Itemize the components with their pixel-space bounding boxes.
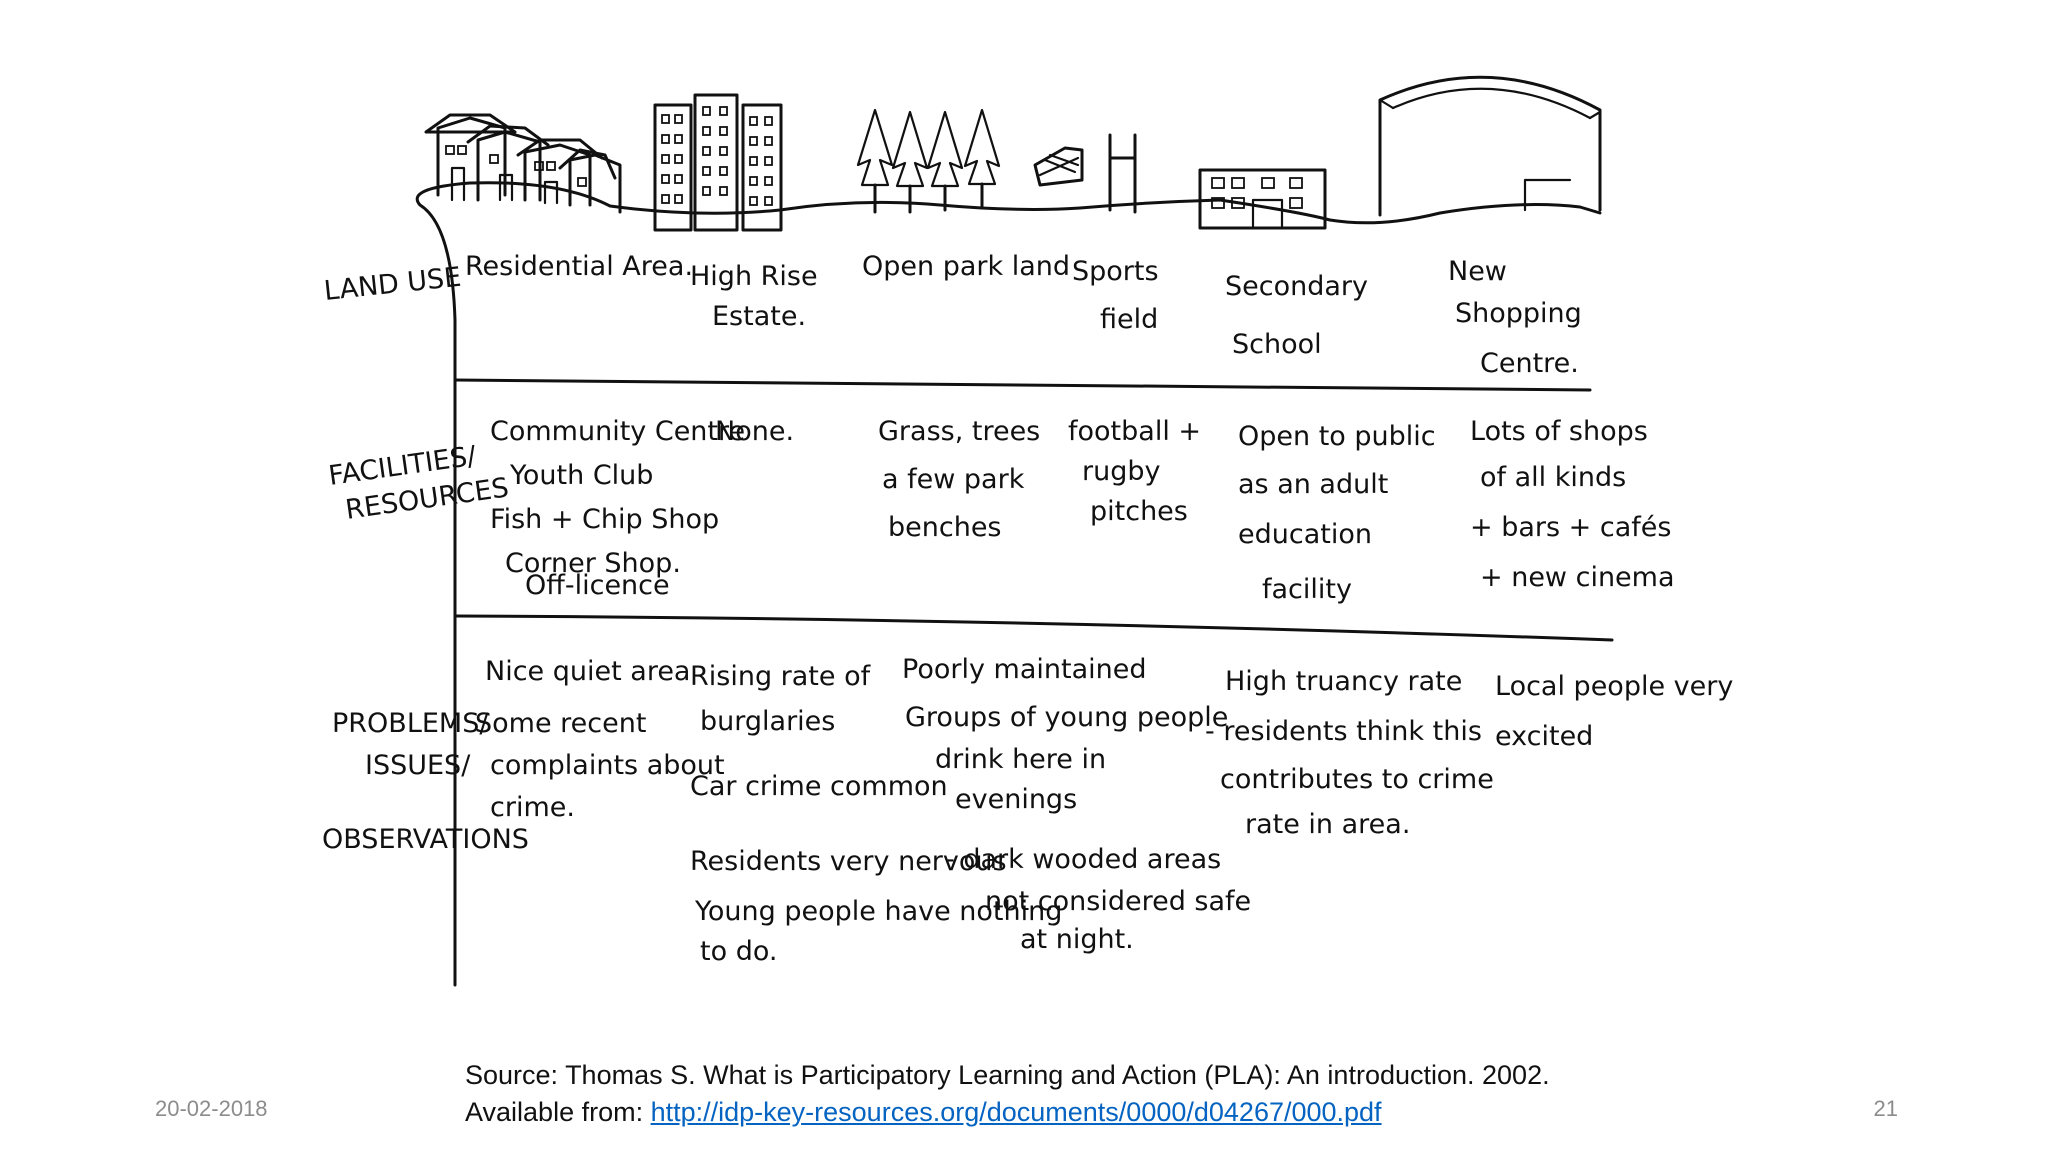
trees-icon bbox=[856, 108, 1001, 214]
zone-1-land-use: Residential Area. bbox=[465, 251, 693, 282]
zone-3-problems: Poorly maintained Groups of young people… bbox=[902, 654, 1260, 955]
zone-1-facilities: Community Centre Youth Club Fish + Chip … bbox=[490, 416, 754, 601]
zone-5-land-use: Secondary School bbox=[1225, 271, 1377, 360]
zone-2-land-use: High Rise Estate. bbox=[690, 261, 826, 332]
shopping-centre-icon bbox=[1378, 75, 1602, 217]
row-label-problems: PROBLEMS/ ISSUES/ OBSERVATIONS bbox=[322, 708, 529, 855]
source-citation: Source: Thomas S. What is Participatory … bbox=[465, 1057, 1550, 1131]
sports-goal-icon bbox=[1033, 133, 1137, 214]
high-rise-icon bbox=[653, 93, 783, 232]
source-prefix: Available from: bbox=[465, 1097, 651, 1127]
zone-6-land-use: New Shopping Centre. bbox=[1448, 256, 1590, 379]
zone-2-problems: Rising rate of burglaries Car crime comm… bbox=[690, 661, 1071, 967]
ground-line bbox=[415, 181, 1602, 987]
transect-diagram: LAND USE FACILITIES/ RESOURCES PROBLEMS/… bbox=[322, 75, 1742, 987]
zone-4-facilities: football + rugby pitches bbox=[1068, 416, 1210, 527]
footer-date: 20-02-2018 bbox=[155, 1096, 268, 1121]
source-line-2: Available from: http://idp-key-resources… bbox=[465, 1094, 1550, 1131]
houses-icon bbox=[424, 113, 622, 214]
zone-2-facilities: None. bbox=[715, 416, 794, 447]
zone-6-problems: Local people very excited bbox=[1495, 671, 1742, 752]
zone-3-facilities: Grass, trees a few park benches bbox=[878, 416, 1049, 543]
page-number: 21 bbox=[1873, 1096, 1898, 1121]
source-line-1: Source: Thomas S. What is Participatory … bbox=[465, 1060, 1550, 1090]
row-label-facilities: FACILITIES/ RESOURCES bbox=[327, 437, 511, 528]
zone-5-problems: High truancy rate - residents think this… bbox=[1205, 666, 1502, 840]
zone-3-land-use: Open park land bbox=[862, 251, 1070, 282]
row-divider-2 bbox=[453, 614, 1614, 642]
zone-4-land-use: Sports field bbox=[1072, 256, 1167, 335]
zone-6-facilities: Lots of shops of all kinds + bars + café… bbox=[1470, 416, 1680, 593]
row-label-land-use: LAND USE bbox=[322, 262, 462, 307]
zone-5-facilities: Open to public as an adult education fac… bbox=[1238, 421, 1444, 605]
source-link[interactable]: http://idp-key-resources.org/documents/0… bbox=[650, 1097, 1382, 1127]
zone-1-problems: Nice quiet area Some recent complaints a… bbox=[475, 656, 733, 823]
row-divider-1 bbox=[453, 378, 1592, 392]
school-icon bbox=[1198, 168, 1327, 230]
